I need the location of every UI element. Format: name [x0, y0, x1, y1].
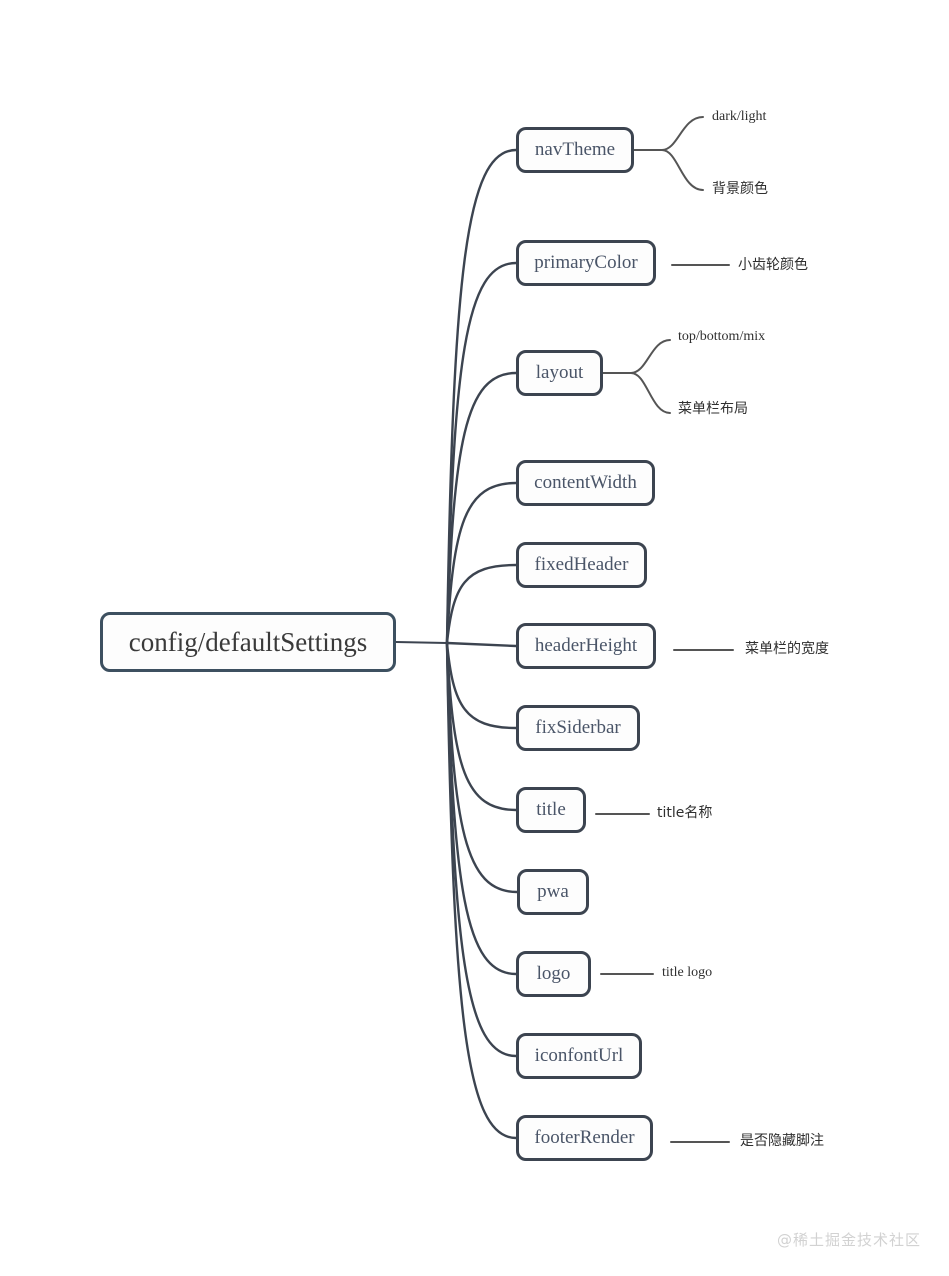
mindmap-node-label: contentWidth: [534, 472, 637, 493]
mindmap-node-pwa[interactable]: pwa: [517, 869, 589, 915]
edge-path: [445, 641, 518, 976]
edge-path: [445, 261, 518, 645]
mindmap-node-label: layout: [535, 362, 584, 383]
mindmap-leaf-label: 菜单栏的宽度: [745, 641, 829, 657]
mindmap-node-label: navTheme: [534, 139, 616, 160]
edge-path: [661, 116, 704, 151]
edge-path: [630, 372, 671, 414]
edge-path: [445, 641, 518, 1140]
mindmap-node-fixsiderbar[interactable]: fixSiderbar: [516, 705, 640, 751]
edge-path: [630, 339, 671, 374]
edge-path: [445, 641, 518, 812]
mindmap-node-label: title: [536, 799, 566, 820]
edge-path: [445, 641, 519, 894]
edge-path: [395, 641, 448, 644]
mindmap-leaf-label: dark/light: [712, 109, 767, 124]
edge-path: [445, 371, 518, 645]
mindmap-node-label: headerHeight: [534, 635, 638, 656]
mindmap-node-contentwidth[interactable]: contentWidth: [516, 460, 655, 506]
mindmap-node-navtheme[interactable]: navTheme: [516, 127, 634, 173]
mindmap-leaf-label: 背景颜色: [712, 181, 768, 197]
mindmap-node-fixedheader[interactable]: fixedHeader: [516, 542, 647, 588]
mindmap-node-layout[interactable]: layout: [516, 350, 603, 396]
edge-path: [445, 641, 518, 648]
mindmap-leaf-label: 是否隐藏脚注: [740, 1133, 824, 1149]
mindmap-leaf-label: top/bottom/mix: [678, 329, 766, 344]
edge-path: [445, 641, 518, 730]
mindmap-leaf-label: title名称: [657, 805, 713, 821]
mindmap-node-label: pwa: [537, 881, 569, 902]
mindmap-node-label: footerRender: [534, 1127, 635, 1148]
mindmap-node-footerrender[interactable]: footerRender: [516, 1115, 653, 1161]
mindmap-node-label: fixedHeader: [534, 554, 629, 575]
edge-path: [445, 641, 518, 1058]
mindmap-node-title[interactable]: title: [516, 787, 586, 833]
mindmap-node-iconfonturl[interactable]: iconfontUrl: [516, 1033, 642, 1079]
edge-path: [445, 148, 518, 645]
mindmap-node-label: primaryColor: [534, 252, 638, 273]
mindmap-node-primarycolor[interactable]: primaryColor: [516, 240, 656, 286]
watermark: @稀土掘金技术社区: [776, 1231, 921, 1249]
mindmap-leaf-label: title logo: [662, 965, 713, 980]
mindmap-root-label: config/defaultSettings: [128, 626, 368, 657]
edge-path: [445, 563, 518, 645]
mindmap-leaf-label: 小齿轮颜色: [738, 257, 808, 273]
mindmap-node-logo[interactable]: logo: [516, 951, 591, 997]
edge-path: [445, 481, 518, 645]
mindmap-node-headerheight[interactable]: headerHeight: [516, 623, 656, 669]
mindmap-node-label: iconfontUrl: [534, 1045, 624, 1066]
mindmap-root-node[interactable]: config/defaultSettings: [100, 612, 396, 672]
mindmap-node-label: logo: [536, 963, 571, 984]
mindmap-node-label: fixSiderbar: [535, 717, 621, 738]
edge-path: [661, 149, 704, 191]
mindmap-leaf-label: 菜单栏布局: [678, 401, 748, 417]
